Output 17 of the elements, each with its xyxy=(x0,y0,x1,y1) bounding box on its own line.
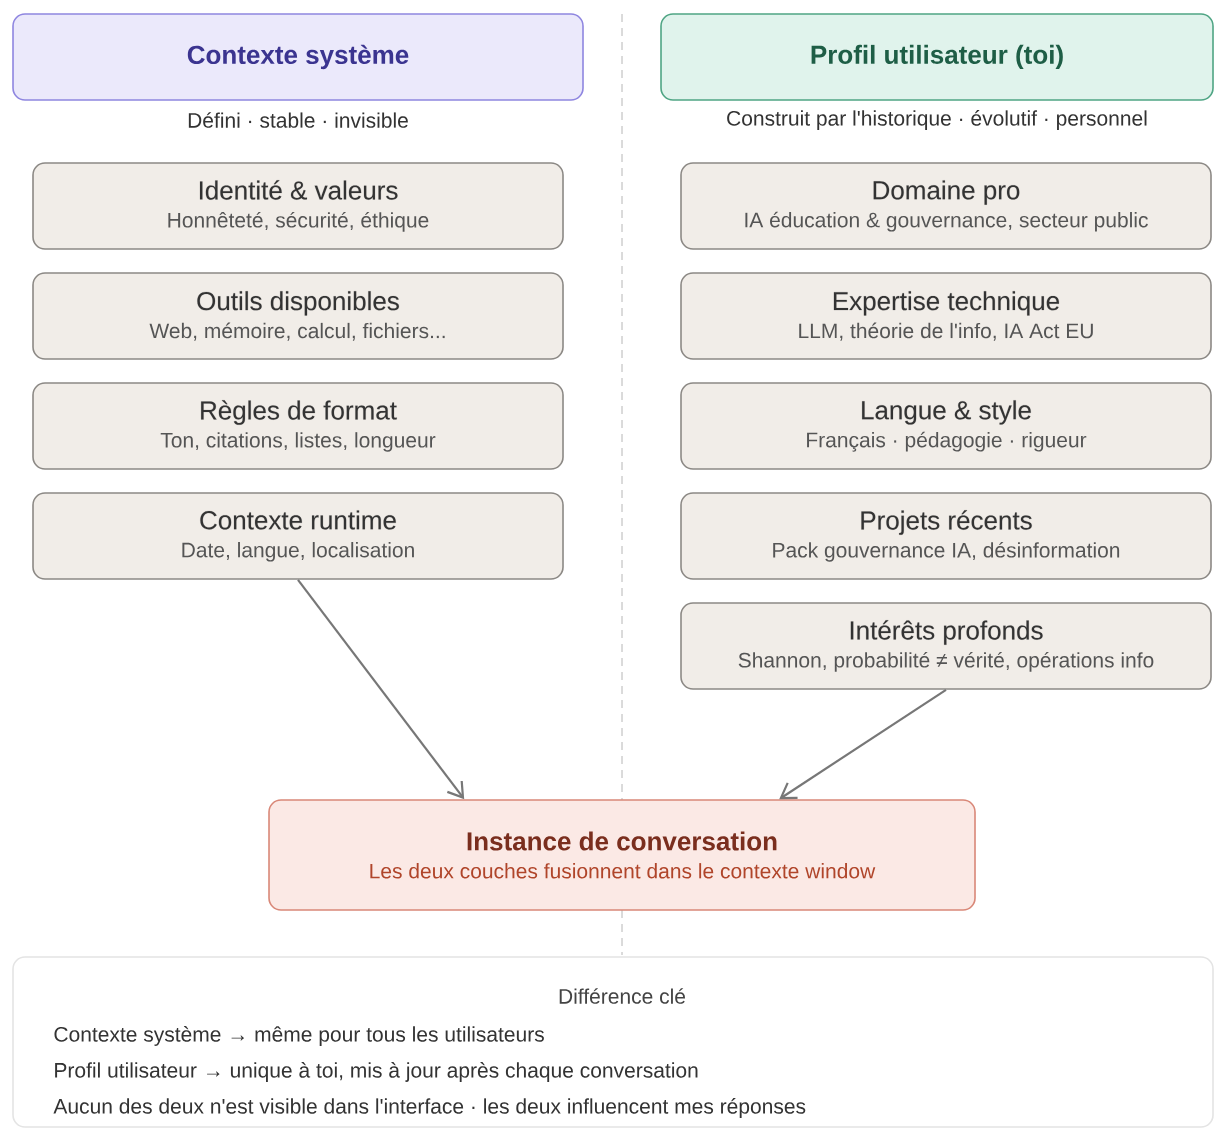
caption-text: Défini · stable · invisible xyxy=(188,112,408,128)
arrow xyxy=(779,688,947,800)
result-box: Instance de conversation Les deux couches fusionnent dans le contexte window xyxy=(268,799,976,911)
layer-box: Projets récents Pack gouvernance IA, désinformation xyxy=(680,492,1212,580)
layer-box: Outils disponibles Web, mémoire, calcul, fichiers... xyxy=(32,272,564,360)
layer-box: Langue & style Français · pédagogie · rigueur xyxy=(680,382,1212,470)
header-box: Contexte système xyxy=(12,13,584,101)
layer-box: Intérêts profonds Shannon, probabilité ≠ vérité, opérations info xyxy=(680,602,1212,690)
layer-box: Domaine pro IA éducation & gouvernance, secteur public xyxy=(680,162,1212,250)
layer-box: Expertise technique LLM, théorie de l'info, IA Act EU xyxy=(680,272,1212,360)
header-box: Profil utilisateur (toi) xyxy=(660,13,1214,101)
arrow xyxy=(297,579,465,800)
caption-text: Construit par l'historique · évolutif · personnel xyxy=(727,110,1147,130)
layer-box: Règles de format Ton, citations, listes, longueur xyxy=(32,382,564,470)
layer-box: Contexte runtime Date, langue, localisation xyxy=(32,492,564,580)
layer-box: Identité & valeurs Honnêteté, sécurité, éthique xyxy=(32,162,564,250)
note-panel: Différence clé Contexte système → même pour tous les utilisateurs Profil utilisateur → unique à toi, mis à jour après chaque conversation Aucun des deux n'est visible dans l'interface · les deux influencent mes réponses xyxy=(12,956,1214,1128)
